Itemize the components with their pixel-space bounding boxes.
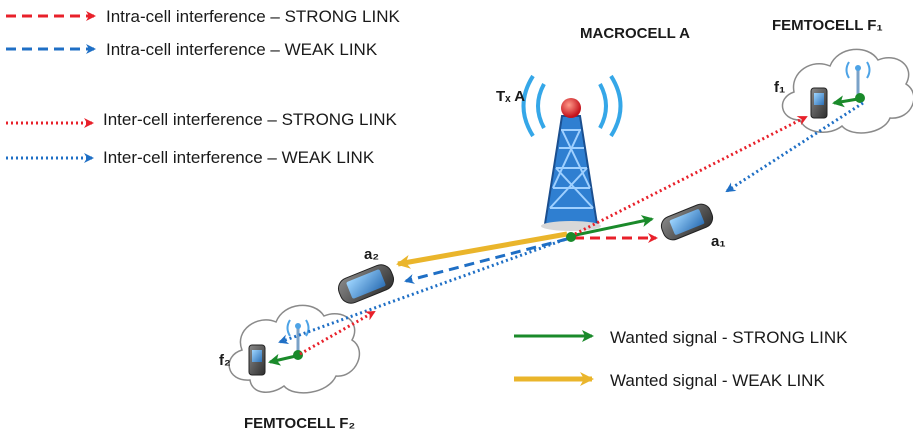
wanted-strong-label: Wanted signal - STRONG LINK — [610, 328, 848, 347]
inter-weak-macro-f2 — [278, 236, 570, 344]
legend-inter-strong: Inter-cell interference – STRONG LINK — [6, 110, 397, 129]
intra-strong-label: Intra-cell interference – STRONG LINK — [106, 7, 400, 26]
intra-weak-macro-a2 — [404, 237, 568, 284]
a2-label: a₂ — [364, 246, 379, 263]
legend-wanted-strong: Wanted signal - STRONG LINK — [514, 328, 848, 347]
inter-strong-label: Inter-cell interference – STRONG LINK — [103, 110, 397, 129]
phone-f2-icon — [248, 344, 266, 376]
legend-inter-weak: Inter-cell interference – WEAK LINK — [6, 148, 375, 167]
tx-label: Tₓ A — [496, 88, 525, 105]
macrocell-title: MACROCELL A — [580, 25, 690, 42]
a1-label: a₁ — [711, 233, 726, 250]
wanted-strong-f1-phone — [832, 95, 859, 108]
intra-weak-label: Intra-cell interference – WEAK LINK — [106, 40, 378, 59]
femtocell-f2-title: FEMTOCELL F₂ — [244, 415, 355, 432]
inter-weak-label: Inter-cell interference – WEAK LINK — [103, 148, 375, 167]
wanted-weak-label: Wanted signal - WEAK LINK — [610, 371, 825, 390]
legend-intra-weak: Intra-cell interference – WEAK LINK — [6, 40, 378, 59]
f2-label: f₂ — [219, 352, 231, 369]
inter-weak-f1-a1 — [725, 101, 864, 193]
f1-label: f₁ — [774, 79, 785, 96]
femtocell-f1-title: FEMTOCELL F₁ — [772, 17, 883, 34]
wanted-strong-macro-a1 — [570, 215, 654, 238]
macrocell-origin-node — [566, 232, 576, 242]
phone-a2-icon — [337, 264, 395, 304]
legend-intra-strong: Intra-cell interference – STRONG LINK — [6, 7, 400, 26]
inter-strong-macro-f1 — [574, 115, 808, 236]
phone-f1-icon — [810, 87, 828, 119]
phone-a1-icon — [660, 203, 714, 241]
wanted-weak-macro-a2 — [396, 231, 568, 269]
macrocell-tower-icon — [521, 74, 623, 231]
wanted-strong-f2-phone — [268, 353, 297, 366]
femtocell-f1-cloud — [781, 48, 913, 134]
inter-strong-f2-a2 — [299, 310, 376, 356]
legend-wanted-weak: Wanted signal - WEAK LINK — [514, 371, 825, 390]
